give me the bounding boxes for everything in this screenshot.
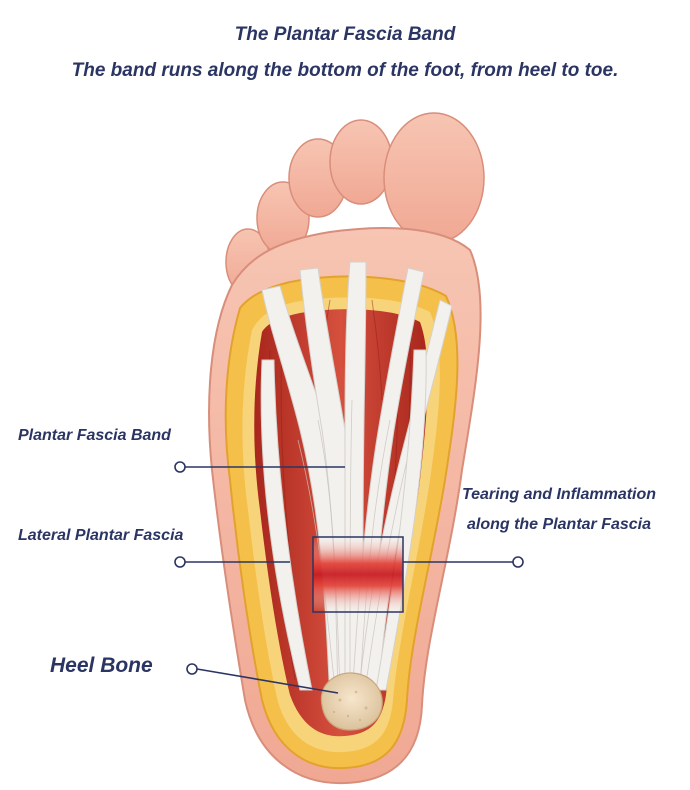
leader-markers — [174, 461, 524, 675]
marker-lateral-plantar-fascia — [174, 556, 186, 568]
marker-plantar-fascia-band — [174, 461, 186, 473]
label-lateral-plantar-fascia: Lateral Plantar Fascia — [18, 527, 184, 544]
inflammation-area — [313, 537, 403, 612]
heel-bone — [320, 672, 383, 731]
marker-heel-bone — [186, 663, 198, 675]
label-tearing-inflammation: Tearing and Inflammation along the Plant… — [440, 480, 678, 540]
leader-heel-bone — [196, 668, 339, 694]
label-plantar-fascia-band: Plantar Fascia Band — [18, 427, 171, 444]
marker-tearing — [512, 556, 524, 568]
second-toe — [329, 119, 393, 205]
leader-lines — [185, 466, 514, 694]
diagram-subtitle: The band runs along the bottom of the fo… — [71, 60, 619, 81]
bone-texture — [332, 690, 368, 722]
label-heel-bone: Heel Bone — [50, 654, 153, 677]
inflammation-box — [312, 536, 404, 613]
big-toe — [383, 112, 485, 244]
lateral-fascia — [260, 359, 313, 691]
diagram-title: The Plantar Fascia Band — [234, 24, 456, 45]
label-tearing-line-1: Tearing and Inflammation — [461, 486, 657, 503]
label-tearing-line-2: along the Plantar Fascia — [466, 516, 652, 533]
